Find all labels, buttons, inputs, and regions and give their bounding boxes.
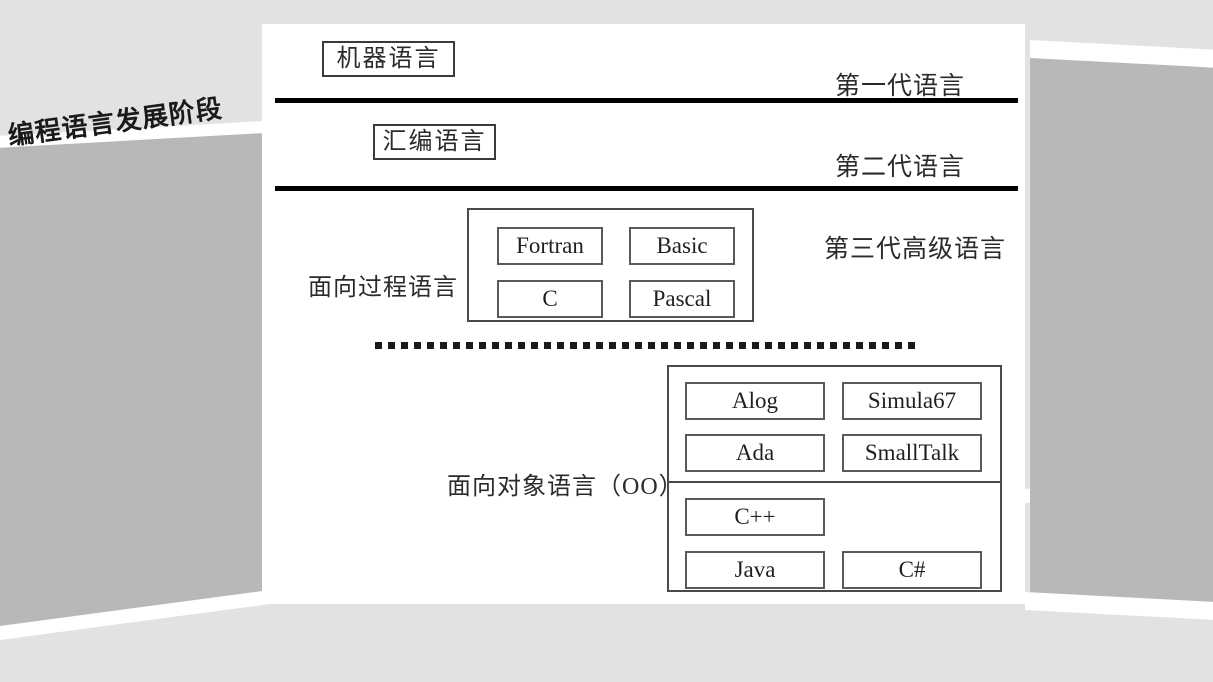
- language-chip-pascal: Pascal: [629, 280, 735, 318]
- generation-3-label: 第三代高级语言: [824, 236, 1007, 263]
- dotted-separator: [375, 342, 917, 349]
- divider-rule-2: [275, 186, 1018, 191]
- language-chip-simula67: Simula67: [842, 382, 982, 420]
- background-right-gap-bottom: [1025, 592, 1213, 628]
- object-oriented-group-divider: [669, 481, 1000, 483]
- content-panel: 机器语言 第一代语言 汇编语言 第二代语言 第三代高级语言 面向过程语言 For…: [262, 24, 1025, 604]
- generation-1-label: 第一代语言: [835, 73, 966, 100]
- object-oriented-language-group: Alog Simula67 Ada SmallTalk C++ Java C#: [667, 365, 1002, 592]
- assembly-language-chip: 汇编语言: [373, 124, 496, 160]
- divider-rule-1: [275, 98, 1018, 103]
- language-chip-c: C: [497, 280, 603, 318]
- background-right-panel: [1030, 58, 1213, 616]
- background-right-gap-top: [1030, 40, 1213, 78]
- generation-2-label: 第二代语言: [835, 154, 966, 181]
- language-chip-basic: Basic: [629, 227, 735, 265]
- language-chip-fortran: Fortran: [497, 227, 603, 265]
- machine-language-chip: 机器语言: [322, 41, 455, 77]
- object-oriented-category-label: 面向对象语言（OO）: [447, 474, 684, 500]
- language-chip-smalltalk: SmallTalk: [842, 434, 982, 472]
- slide-title: 编程语言发展阶段: [6, 92, 225, 151]
- language-chip-ada: Ada: [685, 434, 825, 472]
- procedural-category-label: 面向过程语言: [308, 275, 458, 301]
- language-chip-cpp: C++: [685, 498, 825, 536]
- procedural-language-group: Fortran Basic C Pascal: [467, 208, 754, 322]
- language-chip-alog: Alog: [685, 382, 825, 420]
- language-chip-java: Java: [685, 551, 825, 589]
- language-chip-csharp: C#: [842, 551, 982, 589]
